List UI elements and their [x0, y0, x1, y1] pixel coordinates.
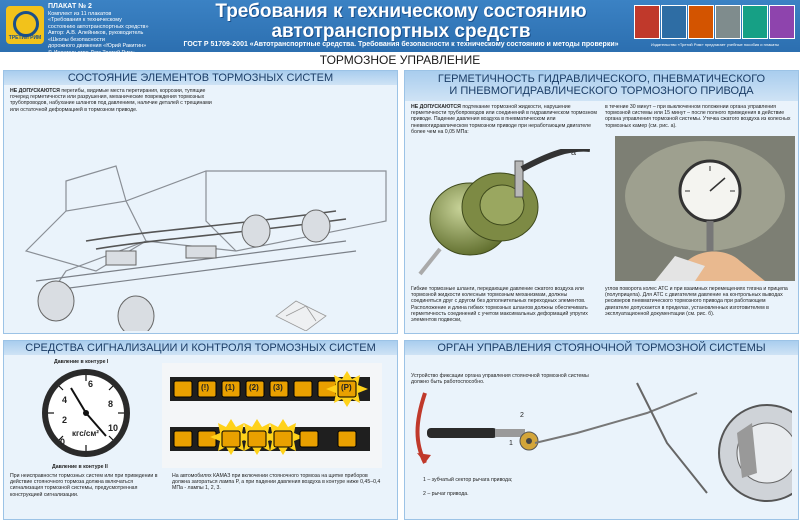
pressure-label-circuit-1: Давление в контуре I — [54, 359, 109, 365]
poster-title: Требования к техническому состоянию авто… — [166, 2, 636, 42]
parking-legend-1: 1 – зубчатый сектор рычага привода; — [423, 477, 513, 483]
gauge-tick-10: 10 — [108, 423, 119, 433]
brake-chamber-illustration — [418, 149, 590, 276]
panel-title: СРЕДСТВА СИГНАЛИЗАЦИИ И КОНТРОЛЯ ТОРМОЗН… — [25, 342, 376, 354]
hermetic-text-left: НЕ ДОПУСКАЮТСЯ подтекание тормозной жидк… — [411, 104, 597, 135]
callout-2: 2 — [520, 412, 524, 419]
lamp-symbol-3: (3) — [273, 383, 283, 392]
signals-caption-left: При неисправности тормозных систем или п… — [10, 473, 158, 498]
section-subtitle: ТОРМОЗНОЕ УПРАВЛЕНИЕ — [319, 53, 481, 67]
pressure-check-illustration — [615, 136, 795, 281]
kamaz-dashboard-lamps — [162, 363, 382, 468]
gauge-tick-4: 4 — [62, 395, 68, 405]
lamp-symbol-2: (2) — [249, 383, 259, 392]
panel-title: ОРГАН УПРАВЛЕНИЯ СТОЯНОЧНОЙ ТОРМОЗНОЙ СИ… — [437, 342, 766, 354]
poster-number: ПЛАКАТ № 2 — [48, 3, 92, 10]
parking-text: Устройство фиксации органа управления ст… — [411, 373, 589, 386]
lamp-row-2 — [170, 419, 370, 455]
warning-label: НЕ ДОПУСКАЮТСЯ — [10, 88, 60, 94]
lamp-symbol-parking: (P) — [341, 383, 352, 392]
book-cover — [715, 5, 741, 39]
truck-chassis-illustration — [24, 165, 387, 331]
series-line: Комплект из 11 плакатов — [48, 10, 112, 17]
book-cover — [634, 5, 660, 39]
panel-header: ОРГАН УПРАВЛЕНИЯ СТОЯНОЧНОЙ ТОРМОЗНОЙ СИ… — [405, 341, 798, 355]
gauge-unit: кгс/см² — [72, 429, 99, 438]
lamp-symbol-1: (1) — [225, 383, 235, 392]
pressure-label-circuit-2: Давление в контуре II — [52, 464, 108, 470]
series-line: «Школы безопасности — [48, 36, 105, 43]
lamp-row-1 — [170, 371, 370, 407]
hermetic-bottom-left: Гибкие тормозные шланги, передающие давл… — [411, 286, 588, 324]
covers-caption: Издательство «Третий Рим» предлагает уче… — [650, 42, 780, 47]
warning-label: НЕ ДОПУСКАЮТСЯ — [411, 104, 461, 110]
parking-brake-lever-illustration — [415, 382, 792, 502]
series-line: «Требования к техническому — [48, 17, 122, 23]
panel-header: ГЕРМЕТИЧНОСТЬ ГИДРАВЛИЧЕСКОГО, ПНЕВМАТИЧ… — [405, 71, 798, 101]
warning-text: подтекание тормозной жидкости, нарушение… — [411, 104, 597, 135]
gauge-tick-6: 6 — [88, 379, 94, 389]
panel-header: СРЕДСТВА СИГНАЛИЗАЦИИ И КОНТРОЛЯ ТОРМОЗН… — [4, 341, 397, 355]
gauge-tick-2: 2 — [62, 415, 68, 425]
gauge-tick-0: 0 — [60, 437, 66, 447]
panel-brakes-state: СОСТОЯНИЕ ЭЛЕМЕНТОВ ТОРМОЗНЫХ СИСТЕМ НЕ … — [3, 70, 398, 334]
panel-title: СОСТОЯНИЕ ЭЛЕМЕНТОВ ТОРМОЗНЫХ СИСТЕМ — [67, 72, 334, 84]
lamp-symbol-warning: (!) — [201, 383, 209, 392]
panel-hermetic: ГЕРМЕТИЧНОСТЬ ГИДРАВЛИЧЕСКОГО, ПНЕВМАТИЧ… — [404, 70, 799, 334]
book-cover — [688, 5, 714, 39]
signals-caption-right: На автомобилях КАМАЗ при включении стоян… — [172, 473, 381, 492]
header-band: ТРЕТИЙ РИМ ПЛАКАТ № 2 Комплект из 11 пла… — [0, 0, 800, 62]
warning-text: перегибы, видимые места перетирания, кор… — [10, 88, 212, 113]
gost-reference: ГОСТ Р 51709-2001 «Автотранспортные сред… — [183, 41, 619, 48]
parking-legend-2: 2 – рычаг привода. — [423, 491, 469, 497]
dual-pressure-gauge — [42, 369, 130, 457]
panel-header: СОСТОЯНИЕ ЭЛЕМЕНТОВ ТОРМОЗНЫХ СИСТЕМ — [4, 71, 397, 85]
book-cover — [769, 5, 795, 39]
hermetic-text-right: в течение 30 минут – при выключенном пол… — [605, 104, 791, 129]
panel-title-line-1: ГЕРМЕТИЧНОСТЬ ГИДРАВЛИЧЕСКОГО, ПНЕВМАТИЧ… — [437, 73, 766, 85]
series-line: Москва, 2009 — [48, 56, 83, 62]
series-line: Автор: А.В. Алейников, руководитель — [48, 30, 144, 36]
series-line: состоянию автотранспортных средств» — [48, 23, 149, 30]
logo-text: ТРЕТИЙ РИМ — [8, 35, 42, 41]
series-line: дорожного движения «Юрий Ракитин» — [48, 43, 147, 49]
panel-parking: ОРГАН УПРАВЛЕНИЯ СТОЯНОЧНОЙ ТОРМОЗНОЙ СИ… — [404, 340, 799, 520]
gauge-tick-8: 8 — [108, 399, 114, 409]
series-line: © Издательство Дом Третий Рим» — [48, 49, 136, 56]
callout-1: 1 — [509, 440, 513, 447]
book-cover — [661, 5, 687, 39]
hermetic-bottom-right: углов поворота колес АТС и при взаимных … — [605, 286, 788, 317]
brakes-state-text: НЕ ДОПУСКАЮТСЯ перегибы, видимые места п… — [10, 88, 216, 113]
title-line-2: автотранспортных средств — [271, 21, 531, 42]
panel-signals: СРЕДСТВА СИГНАЛИЗАЦИИ И КОНТРОЛЯ ТОРМОЗН… — [3, 340, 398, 520]
book-covers — [634, 5, 796, 41]
title-line-1: Требования к техническому состоянию — [215, 1, 587, 22]
book-cover — [742, 5, 768, 39]
publisher-logo: ТРЕТИЙ РИМ — [6, 6, 44, 44]
logo-ring-icon — [13, 11, 39, 37]
panel-title-line-2: И ПНЕВМОГИДРАВЛИЧЕСКОГО ТОРМОЗНОГО ПРИВО… — [449, 85, 754, 97]
poster-info: ПЛАКАТ № 2 Комплект из 11 плакатов «Треб… — [48, 3, 166, 63]
